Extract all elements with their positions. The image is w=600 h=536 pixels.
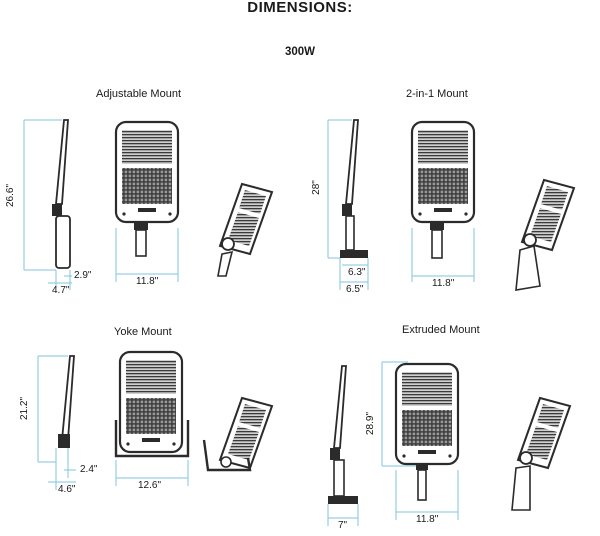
extruded-height-dim: 28.9" — [365, 411, 377, 436]
mount-label-yoke: Yoke Mount — [114, 326, 172, 338]
extruded-width-dim: 11.8" — [416, 514, 439, 525]
extruded-mount-drawing — [327, 361, 571, 526]
wattage-label: 300W — [284, 46, 316, 58]
mount-label-adjustable: Adjustable Mount — [96, 88, 181, 100]
adjustable-height-dim: 26.6" — [5, 183, 17, 208]
yoke-depth-dim: 4.6" — [58, 484, 76, 495]
2in1-height-dim: 28" — [310, 180, 322, 195]
2in1-width-dim: 11.8" — [432, 278, 455, 289]
adjustable-depth-dim: 4.7" — [52, 285, 70, 296]
2in1-mount-drawing — [327, 119, 575, 291]
2in1-outer-dim: 6.5" — [346, 284, 364, 295]
yoke-width-dim: 12.6" — [138, 480, 162, 491]
page-title: DIMENSIONS: — [247, 0, 353, 16]
yoke-mount-drawing — [37, 350, 273, 490]
mount-label-2in1: 2-in-1 Mount — [406, 88, 468, 100]
mount-label-extruded: Extruded Mount — [402, 324, 480, 336]
extruded-depth-dim: 7" — [338, 520, 348, 531]
adjustable-arm-dim: 2.9" — [74, 270, 92, 281]
adjustable-width-dim: 11.8" — [136, 276, 159, 287]
yoke-arm-dim: 2.4" — [80, 464, 98, 475]
yoke-height-dim: 21.2" — [19, 396, 31, 421]
adjustable-mount-drawing — [23, 119, 273, 290]
2in1-inner-dim: 6.3" — [348, 267, 366, 278]
